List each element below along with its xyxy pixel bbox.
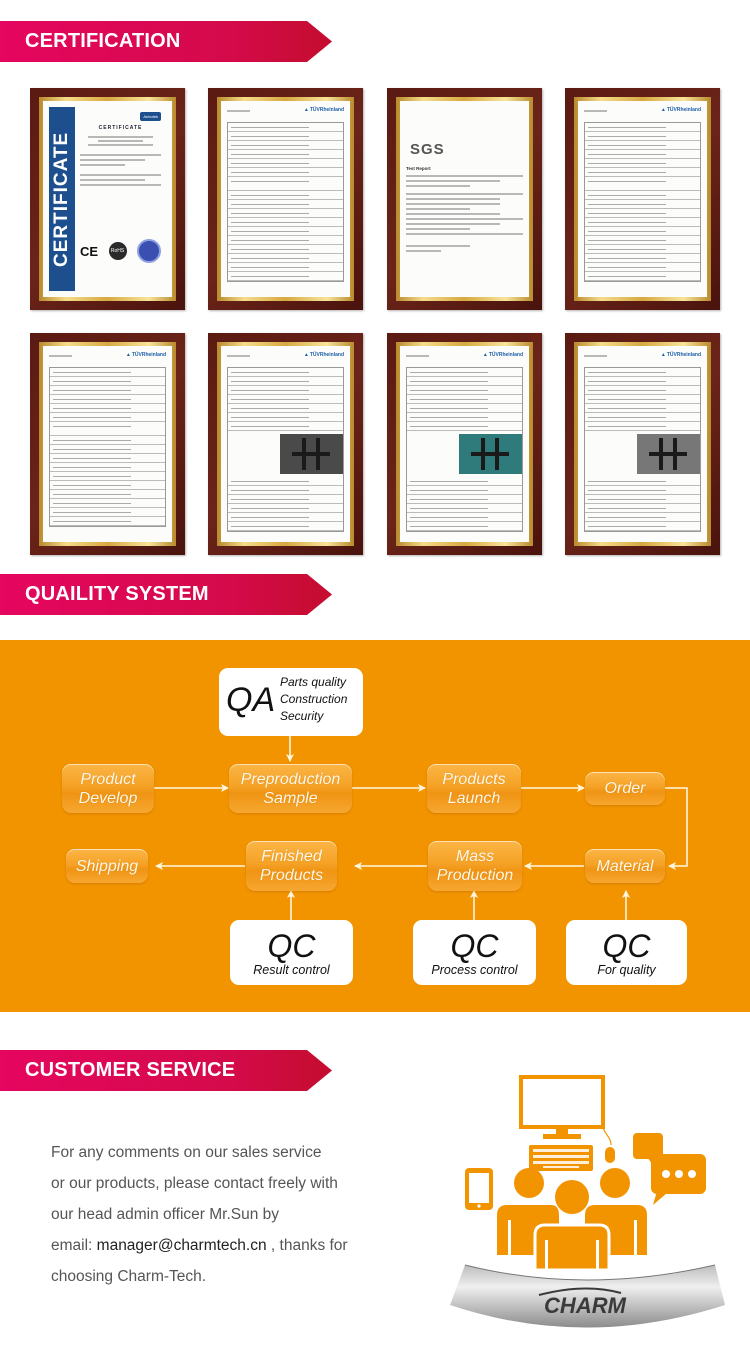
customer-service-banner: CUSTOMER SERVICE bbox=[0, 1050, 332, 1091]
certificate-tuv-6[interactable]: TÜVRheinland bbox=[565, 333, 720, 555]
sgs-logo: SGS bbox=[410, 141, 445, 158]
tuv-logo: TÜVRheinland bbox=[304, 107, 344, 113]
tuv-logo: TÜVRheinland bbox=[304, 352, 344, 358]
people-group-icon bbox=[497, 1168, 647, 1272]
certificate-side-text: CERTIFICATE bbox=[49, 107, 75, 291]
email-link[interactable]: manager@charmtech.cn bbox=[96, 1237, 267, 1254]
certificate-ce[interactable]: CERTIFICATE Anbotek CERTIFICATE CE RoHS bbox=[30, 88, 185, 310]
sgs-report-heading: Test Report bbox=[406, 166, 431, 171]
certification-banner: CERTIFICATION bbox=[0, 21, 332, 62]
seal-icon bbox=[137, 239, 161, 263]
certificate-tuv-4[interactable]: TÜVRheinland bbox=[208, 333, 363, 555]
tuv-logo: TÜVRheinland bbox=[126, 352, 166, 358]
anbotek-logo: Anbotek bbox=[140, 112, 161, 121]
node-order: Order bbox=[585, 772, 665, 805]
node-shipping: Shipping bbox=[66, 849, 148, 883]
quality-system-title: QUAILITY SYSTEM bbox=[25, 583, 209, 605]
customer-service-text: For any comments on our sales service or… bbox=[51, 1144, 348, 1285]
mouse-icon bbox=[605, 1147, 615, 1163]
tuv-logo: TÜVRheinland bbox=[661, 107, 701, 113]
qc-box-process-control: QC Process control bbox=[413, 920, 536, 985]
certificate-tuv-2[interactable]: TÜVRheinland bbox=[565, 88, 720, 310]
tuv-logo: TÜVRheinland bbox=[661, 352, 701, 358]
certificate-tuv-5[interactable]: TÜVRheinland bbox=[387, 333, 542, 555]
qc-box-result-control: QC Result control bbox=[230, 920, 353, 985]
flow-arrows bbox=[154, 735, 688, 920]
qc-box-for-quality: QC For quality bbox=[566, 920, 687, 985]
customer-service-illustration: CHARM bbox=[425, 1065, 745, 1350]
tv-mount-photo bbox=[636, 434, 700, 474]
tv-mount-photo bbox=[279, 434, 343, 474]
certificate-sgs[interactable]: SGS Test Report bbox=[387, 88, 542, 310]
qa-item-parts-quality: Parts quality bbox=[280, 675, 347, 689]
tv-mount-photo bbox=[458, 434, 522, 474]
node-material: Material bbox=[585, 849, 665, 883]
charm-logo: CHARM bbox=[544, 1293, 627, 1318]
certificate-tuv-1[interactable]: TÜVRheinland bbox=[208, 88, 363, 310]
quality-flow-diagram: QA Parts quality Construction Security P… bbox=[0, 640, 750, 1012]
qa-box: QA Parts quality Construction Security bbox=[219, 668, 363, 736]
charm-base bbox=[450, 1265, 725, 1328]
qa-label: QA bbox=[226, 681, 276, 719]
certificate-tuv-3[interactable]: TÜVRheinland bbox=[30, 333, 185, 555]
quality-system-banner: QUAILITY SYSTEM bbox=[0, 574, 332, 615]
qa-item-security: Security bbox=[280, 709, 324, 723]
ce-mark-icon: CE bbox=[80, 243, 99, 259]
certification-title: CERTIFICATION bbox=[25, 30, 181, 52]
qa-item-construction: Construction bbox=[280, 692, 348, 706]
certificate-heading: CERTIFICATE bbox=[98, 125, 143, 131]
tuv-logo: TÜVRheinland bbox=[483, 352, 523, 358]
rohs-icon: RoHS bbox=[108, 242, 127, 260]
customer-service-title: CUSTOMER SERVICE bbox=[25, 1059, 236, 1081]
chat-bubble-icon bbox=[633, 1133, 706, 1205]
